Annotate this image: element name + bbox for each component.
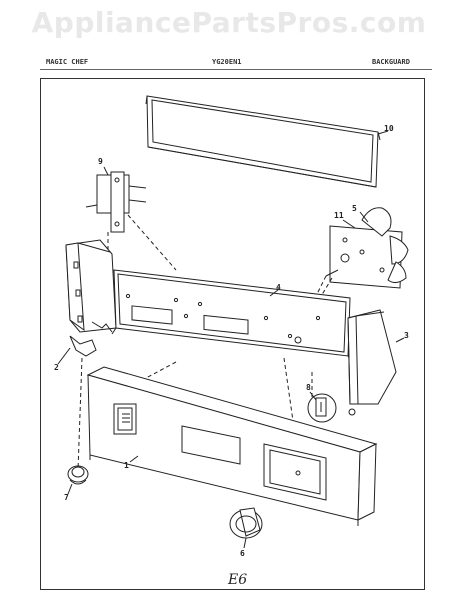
header-divider <box>40 69 432 70</box>
part-11-control[interactable] <box>325 207 409 289</box>
leader-3 <box>395 337 405 343</box>
callout-11: 11 <box>334 211 344 220</box>
model-label: YG20EN1 <box>212 58 242 66</box>
leader-6 <box>243 537 247 549</box>
part-4-center-panel[interactable] <box>111 269 353 363</box>
callout-8: 8 <box>306 383 311 392</box>
part-9-switch[interactable] <box>85 171 147 233</box>
page-code: E6 <box>227 572 247 588</box>
diagram-header: MAGIC CHEF YG20EN1 BACKGUARD <box>42 58 432 70</box>
part-1-backguard[interactable] <box>86 366 378 526</box>
section-label: BACKGUARD <box>372 58 410 66</box>
callout-1: 1 <box>124 461 129 470</box>
callout-10: 10 <box>384 124 394 133</box>
leader-8 <box>309 391 317 401</box>
part-3-right-endcap[interactable] <box>347 309 397 416</box>
callout-6: 6 <box>240 549 245 558</box>
leader-4 <box>269 289 279 297</box>
diagram-frame <box>40 78 425 590</box>
callout-9: 9 <box>98 157 103 166</box>
leader-11 <box>342 219 356 229</box>
part-6-knob[interactable] <box>229 507 263 539</box>
watermark-logo: AppliancePartsPros.com <box>31 6 427 39</box>
callout-2: 2 <box>54 363 59 372</box>
leader-9 <box>103 166 109 176</box>
leader-5 <box>359 211 369 223</box>
leader-10 <box>377 130 389 135</box>
callout-5: 5 <box>352 204 357 213</box>
part-8-bracket[interactable] <box>307 393 337 423</box>
leader-2 <box>57 347 71 365</box>
part-10-trim[interactable] <box>145 95 381 188</box>
leader-1 <box>129 455 139 463</box>
brand-label: MAGIC CHEF <box>46 58 89 66</box>
callout-4: 4 <box>276 283 281 292</box>
part-7-knob[interactable] <box>67 465 89 485</box>
leader-7 <box>67 483 73 495</box>
callout-3: 3 <box>404 331 409 340</box>
callout-7: 7 <box>64 493 69 502</box>
part-2-left-endcap[interactable] <box>65 239 117 357</box>
